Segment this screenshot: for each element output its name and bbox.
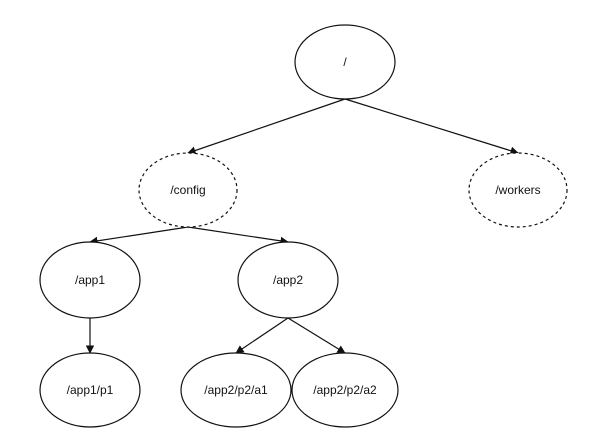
node-app2a2[interactable]: /app2/p2/a2 xyxy=(291,352,399,428)
node-app1-ellipse xyxy=(39,241,141,319)
node-config-label: /config xyxy=(170,183,205,197)
node-app2-label: /app2 xyxy=(273,273,303,287)
node-root-label: / xyxy=(343,55,347,69)
edge-root-to-workers xyxy=(344,98,519,155)
node-app2-ellipse xyxy=(237,241,339,319)
node-config[interactable]: /config xyxy=(138,152,238,228)
node-app1[interactable]: /app1 xyxy=(39,241,141,319)
edge-root-to-config xyxy=(187,98,346,155)
node-app1p1-ellipse xyxy=(39,352,141,428)
node-app2a2-ellipse xyxy=(291,352,399,428)
edges-layer xyxy=(85,98,519,354)
node-app1p1-label: /app1/p1 xyxy=(67,383,114,397)
node-app1p1[interactable]: /app1/p1 xyxy=(39,352,141,428)
edge-app2-to-app2a1 xyxy=(235,317,289,354)
node-app2a1-ellipse xyxy=(180,352,292,428)
node-app2a1[interactable]: /app2/p2/a1 xyxy=(180,352,292,428)
node-root[interactable]: / xyxy=(294,24,396,100)
edge-config-to-app2 xyxy=(187,226,289,246)
node-root-ellipse xyxy=(294,24,396,100)
node-app2a2-label: /app2/p2/a2 xyxy=(313,383,377,397)
node-workers-ellipse xyxy=(468,152,568,228)
node-app1-label: /app1 xyxy=(75,273,105,287)
node-workers[interactable]: /workers xyxy=(468,152,568,228)
nodes-layer: / /config/workers/app1/app2/app1/p1/app2/… xyxy=(39,24,568,428)
node-app2[interactable]: /app2 xyxy=(237,241,339,319)
node-workers-label: /workers xyxy=(495,183,540,197)
node-app2a1-label: /app2/p2/a1 xyxy=(204,383,268,397)
node-config-ellipse xyxy=(138,152,238,228)
edge-config-to-app1 xyxy=(89,226,189,246)
edge-app2-to-app2a2 xyxy=(287,317,346,354)
